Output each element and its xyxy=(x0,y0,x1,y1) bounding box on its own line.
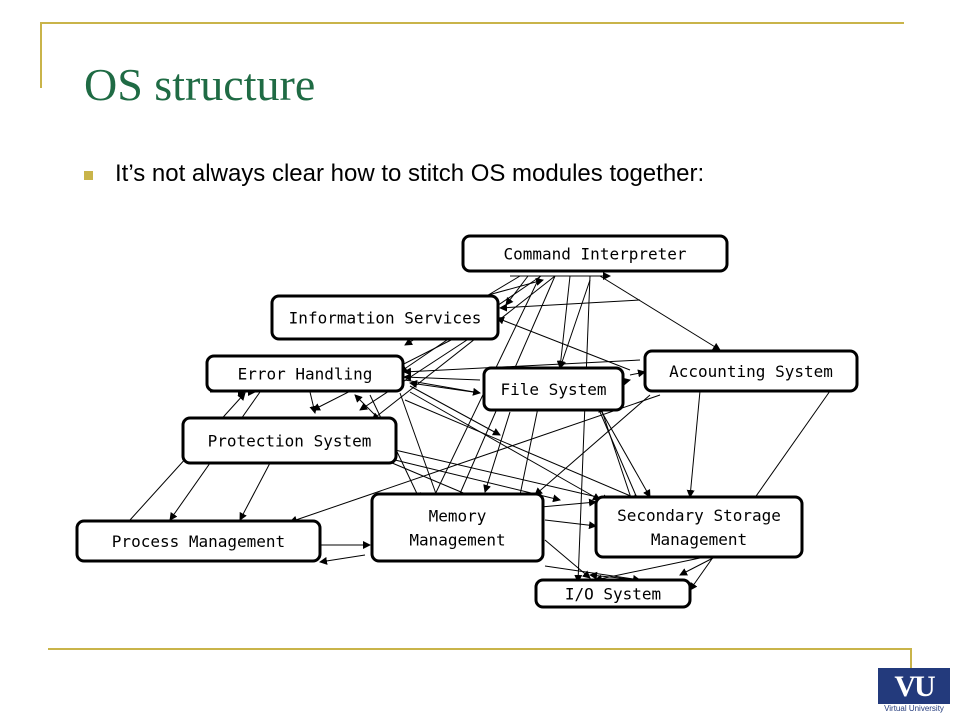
dependency-arrow xyxy=(359,337,471,411)
dependency-arrow xyxy=(544,565,641,583)
dependency-arrow xyxy=(505,275,529,306)
bullet-marker xyxy=(84,170,93,180)
dependency-arrow xyxy=(409,385,501,436)
dependency-arrow xyxy=(519,397,543,496)
module-box-protection-system: Protection System xyxy=(181,416,398,465)
dependency-arrows xyxy=(129,272,831,591)
dependency-arrow xyxy=(309,391,318,414)
module-box-accounting-system: Accounting System xyxy=(643,349,859,393)
dependency-arrow xyxy=(239,462,271,521)
dependency-arrow xyxy=(319,554,366,565)
module-box-information-services: Information Services xyxy=(270,294,500,341)
dependency-arrow xyxy=(544,539,591,579)
module-box-io-system: I/O System xyxy=(534,578,692,609)
dependency-arrow xyxy=(289,394,661,524)
module-box-border xyxy=(181,416,398,465)
module-box-file-system: File System xyxy=(482,366,625,412)
dependency-arrow xyxy=(354,394,381,421)
dependency-arrow xyxy=(689,390,831,591)
module-box-border xyxy=(270,294,500,341)
module-box-border xyxy=(594,495,804,559)
dependency-arrow xyxy=(599,275,721,351)
dependency-arrow xyxy=(598,404,636,511)
module-label: Memory xyxy=(429,507,487,526)
dependency-arrow xyxy=(404,399,641,501)
module-label: Management xyxy=(409,531,505,550)
module-box-process-management: Process Management xyxy=(75,519,322,563)
dependency-arrow xyxy=(594,557,701,583)
dependency-arrow xyxy=(403,373,481,382)
slide-title: OS structure xyxy=(84,59,316,110)
module-box-border xyxy=(75,519,322,563)
module-label: Information Services xyxy=(289,309,482,328)
frame-top-line xyxy=(40,22,904,24)
module-box-border xyxy=(482,366,625,412)
dependency-arrow xyxy=(534,394,651,496)
module-label: Management xyxy=(651,530,747,549)
dependency-arrow xyxy=(686,390,701,498)
dependency-arrow xyxy=(679,556,716,576)
module-box-border xyxy=(534,578,692,609)
dependency-arrow xyxy=(404,379,481,396)
module-label: Protection System xyxy=(208,432,372,451)
logo-mark: VU xyxy=(878,668,950,704)
virtual-university-logo: VU Virtual University xyxy=(878,668,950,714)
module-label: Command Interpreter xyxy=(503,245,686,264)
module-box-command-interpreter: Command Interpreter xyxy=(461,234,729,273)
module-box-border xyxy=(205,354,405,393)
bullet-text: It’s not always clear how to stitch OS m… xyxy=(115,160,705,187)
dependency-arrow xyxy=(409,391,601,501)
module-label: File System xyxy=(501,380,607,399)
dependency-arrow xyxy=(599,411,641,506)
logo-caption: Virtual University xyxy=(884,704,944,713)
frame-bottom-line xyxy=(48,648,912,650)
module-box-border xyxy=(461,234,729,273)
dependency-arrow xyxy=(371,275,556,421)
dependency-arrow xyxy=(499,299,641,312)
logo-mark-text: VU xyxy=(894,670,935,703)
dependency-arrow xyxy=(483,411,511,493)
dependency-arrow xyxy=(403,359,641,376)
module-label: I/O System xyxy=(565,585,661,604)
dependency-arrow xyxy=(399,392,442,506)
dependency-arrow xyxy=(394,449,611,503)
module-label: Error Handling xyxy=(238,365,373,384)
dependency-arrow xyxy=(629,369,646,378)
module-label: Secondary Storage xyxy=(617,506,781,525)
frame-left-line xyxy=(40,22,42,88)
module-box-border xyxy=(370,492,545,563)
module-label: Accounting System xyxy=(669,362,833,381)
module-box-error-handling: Error Handling xyxy=(205,354,405,393)
module-label: Process Management xyxy=(112,532,285,551)
module-box-border xyxy=(643,349,859,393)
bullet-item: It’s not always clear how to stitch OS m… xyxy=(84,160,704,188)
dependency-arrow xyxy=(558,279,591,369)
dependency-arrow xyxy=(574,275,591,583)
dependency-arrow xyxy=(556,275,571,369)
dependency-arrow xyxy=(544,519,597,530)
